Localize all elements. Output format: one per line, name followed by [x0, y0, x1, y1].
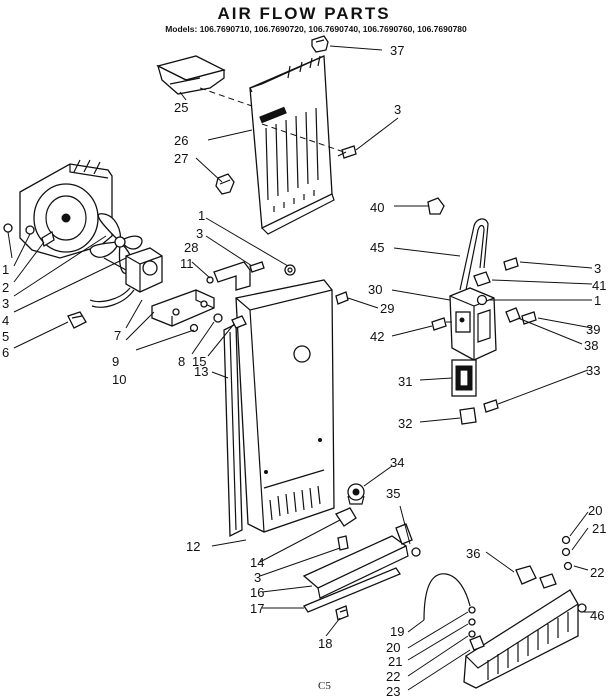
- part-33-screw: [483, 399, 499, 413]
- part-28-11-bracket: [206, 261, 265, 291]
- callout-7: 7: [114, 328, 121, 343]
- callout-20-lower: 20: [386, 640, 400, 655]
- callout-9: 9: [112, 354, 119, 369]
- callout-19: 19: [390, 624, 404, 639]
- callout-2: 2: [2, 280, 9, 295]
- callout-33: 33: [586, 363, 600, 378]
- part-40-clip: [427, 197, 445, 215]
- callout-22-upper: 22: [590, 565, 604, 580]
- part-41-fitting: [473, 271, 491, 287]
- part-20-21-22-upper: [561, 535, 573, 571]
- callout-numbers: 37 3 25 26 27 40 45 3 41 30 1 29 39 42 3…: [2, 43, 606, 699]
- callout-1-right: 1: [594, 293, 601, 308]
- callout-29: 29: [380, 301, 394, 316]
- callout-14: 14: [250, 555, 264, 570]
- part-3-screw-right: [503, 257, 519, 271]
- part-13-side-strip: [223, 322, 243, 538]
- part-12-evaporator-cover: [235, 279, 335, 533]
- part-3-screw-top: [337, 145, 357, 159]
- callout-17: 17: [250, 601, 264, 616]
- callout-46: 46: [590, 608, 604, 623]
- callout-3-lower: 3: [254, 570, 261, 585]
- callout-11: 11: [180, 256, 194, 271]
- callout-38: 38: [584, 338, 598, 353]
- callout-23: 23: [386, 684, 400, 699]
- callout-37: 37: [390, 43, 404, 58]
- part-37-clip: [311, 35, 329, 53]
- callout-6: 6: [2, 345, 9, 360]
- callout-22-lower: 22: [386, 669, 400, 684]
- part-34-knob: [347, 483, 365, 505]
- part-18-fastener: [335, 605, 349, 621]
- part-30-control-housing: [449, 287, 497, 361]
- callout-5: 5: [2, 329, 9, 344]
- part-23-grille: [463, 589, 579, 689]
- callout-42: 42: [370, 329, 384, 344]
- part-6-connector: [67, 311, 87, 329]
- part-15-clip: [231, 315, 247, 329]
- callout-30: 30: [368, 282, 382, 297]
- leader-lines: [7, 45, 594, 691]
- callout-25: 25: [174, 100, 188, 115]
- callout-32: 32: [398, 416, 412, 431]
- callout-3-top: 3: [394, 102, 401, 117]
- callout-39: 39: [586, 322, 600, 337]
- callout-12: 12: [186, 539, 200, 554]
- part-14-16-damper: [302, 507, 421, 599]
- part-42-screw: [431, 317, 447, 331]
- callout-34: 34: [390, 455, 404, 470]
- callout-3-left: 3: [2, 296, 9, 311]
- models-line: Models: 106.7690710, 106.7690720, 106.76…: [165, 24, 467, 34]
- part-39-38-knob: [505, 307, 537, 325]
- part-7-fan-motor: [89, 247, 163, 308]
- callout-1-center: 1: [198, 208, 205, 223]
- callout-3-center: 3: [196, 226, 203, 241]
- part-36-coupling: [515, 565, 557, 589]
- callout-10: 10: [112, 372, 126, 387]
- callout-27: 27: [174, 151, 188, 166]
- callout-15: 15: [192, 354, 206, 369]
- part-45-tube: [459, 218, 489, 291]
- callout-18: 18: [318, 636, 332, 651]
- callout-31: 31: [398, 374, 412, 389]
- callout-36: 36: [466, 546, 480, 561]
- callout-21-lower: 21: [388, 654, 402, 669]
- part-20-21-22-lower: [468, 606, 476, 638]
- callout-13: 13: [194, 364, 208, 379]
- callout-40: 40: [370, 200, 384, 215]
- part-19-wire: [423, 573, 471, 621]
- callout-28: 28: [184, 240, 198, 255]
- fan-shroud: [19, 159, 113, 259]
- callout-3-right: 3: [594, 261, 601, 276]
- callout-16: 16: [250, 585, 264, 600]
- part-17-rod: [303, 567, 401, 613]
- callout-26: 26: [174, 133, 188, 148]
- part-10-8-screws: [189, 313, 223, 333]
- part-27-bracket: [215, 173, 235, 195]
- part-3-screw-lower: [337, 535, 349, 551]
- callout-35: 35: [386, 486, 400, 501]
- part-9-motor-bracket: [151, 289, 215, 327]
- callout-45: 45: [370, 240, 384, 255]
- callout-21-upper: 21: [592, 521, 606, 536]
- part-25-duct-cover: [156, 55, 226, 95]
- diagram-title: AIR FLOW PARTS: [217, 4, 390, 23]
- part-31-component: [451, 359, 477, 397]
- footer-code: C5: [318, 680, 331, 692]
- part-46-fastener: [577, 603, 587, 613]
- callout-1-left: 1: [2, 262, 9, 277]
- callout-4: 4: [2, 313, 9, 328]
- part-29-screw: [335, 291, 349, 305]
- callout-20-upper: 20: [588, 503, 602, 518]
- part-1-nut-center: [284, 264, 296, 276]
- part-1-nut-right: [476, 294, 488, 306]
- callout-41: 41: [592, 278, 606, 293]
- callout-8: 8: [178, 354, 185, 369]
- part-32-socket: [459, 407, 477, 425]
- part-26-duct-panel: [249, 55, 335, 235]
